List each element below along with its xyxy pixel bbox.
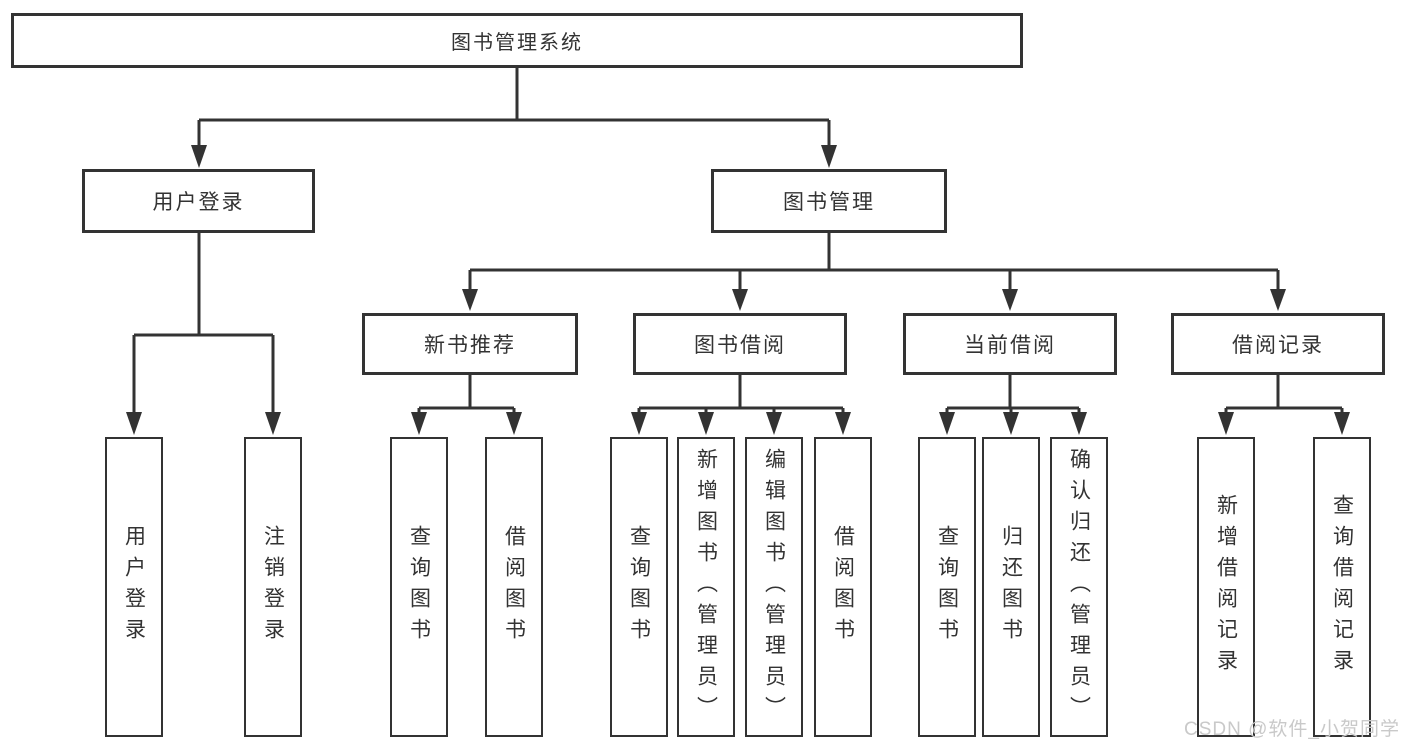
node-label: 图书管理系统 [451, 32, 583, 54]
leaf-label: 借阅图书 [831, 525, 855, 649]
node-book-borrowing: 图书借阅 [633, 313, 847, 375]
leaf-confirm-return-admin: 确认归还（管理员） [1050, 437, 1108, 737]
leaf-label: 查询图书 [407, 525, 431, 649]
connector-root-to-level2 [191, 68, 837, 168]
node-label: 借阅记录 [1232, 334, 1324, 357]
leaf-label: 用户登录 [122, 525, 146, 649]
leaf-label: 新增借阅记录 [1214, 494, 1238, 680]
node-label: 新书推荐 [424, 334, 516, 357]
node-label: 图书管理 [783, 191, 875, 214]
connector-book-borrowing-to-leaves [631, 375, 851, 435]
leaf-query-books-recommend: 查询图书 [390, 437, 448, 737]
leaf-edit-book-admin: 编辑图书（管理员） [745, 437, 803, 737]
node-label: 用户登录 [152, 191, 245, 214]
leaf-return-books: 归还图书 [982, 437, 1040, 737]
leaf-label: 确认归还（管理员） [1067, 447, 1091, 727]
connector-user-login-to-leaves [126, 233, 281, 435]
node-label: 图书借阅 [694, 334, 786, 357]
leaf-query-borrow-record: 查询借阅记录 [1313, 437, 1371, 737]
leaf-add-book-admin: 新增图书（管理员） [677, 437, 735, 737]
leaf-query-books-borrowing: 查询图书 [610, 437, 668, 737]
node-borrowing-records: 借阅记录 [1171, 313, 1385, 375]
node-current-borrowing: 当前借阅 [903, 313, 1117, 375]
connector-book-management-to-level3 [462, 233, 1286, 311]
leaf-add-borrow-record: 新增借阅记录 [1197, 437, 1255, 737]
connector-new-book-to-leaves [411, 375, 522, 435]
leaf-borrow-books: 借阅图书 [814, 437, 872, 737]
leaf-label: 查询图书 [935, 525, 959, 649]
leaf-label: 注销登录 [261, 525, 285, 649]
leaf-label: 查询借阅记录 [1330, 494, 1354, 680]
node-book-management: 图书管理 [711, 169, 947, 233]
leaf-label: 编辑图书（管理员） [762, 447, 786, 727]
leaf-user-login: 用户登录 [105, 437, 163, 737]
connector-borrow-records-to-leaves [1218, 375, 1350, 435]
leaf-logout: 注销登录 [244, 437, 302, 737]
leaf-label: 归还图书 [999, 525, 1023, 649]
node-library-management-system: 图书管理系统 [11, 13, 1023, 68]
leaf-label: 借阅图书 [502, 525, 526, 649]
node-new-book-recommendation: 新书推荐 [362, 313, 578, 375]
watermark-text: CSDN @软件_小贺同学 [1184, 719, 1400, 740]
leaf-borrow-books-recommend: 借阅图书 [485, 437, 543, 737]
node-user-login: 用户登录 [82, 169, 315, 233]
leaf-query-books-current: 查询图书 [918, 437, 976, 737]
leaf-label: 查询图书 [627, 525, 651, 649]
leaf-label: 新增图书（管理员） [694, 447, 718, 727]
node-label: 当前借阅 [964, 334, 1056, 357]
connector-current-borrowing-to-leaves [939, 375, 1087, 435]
